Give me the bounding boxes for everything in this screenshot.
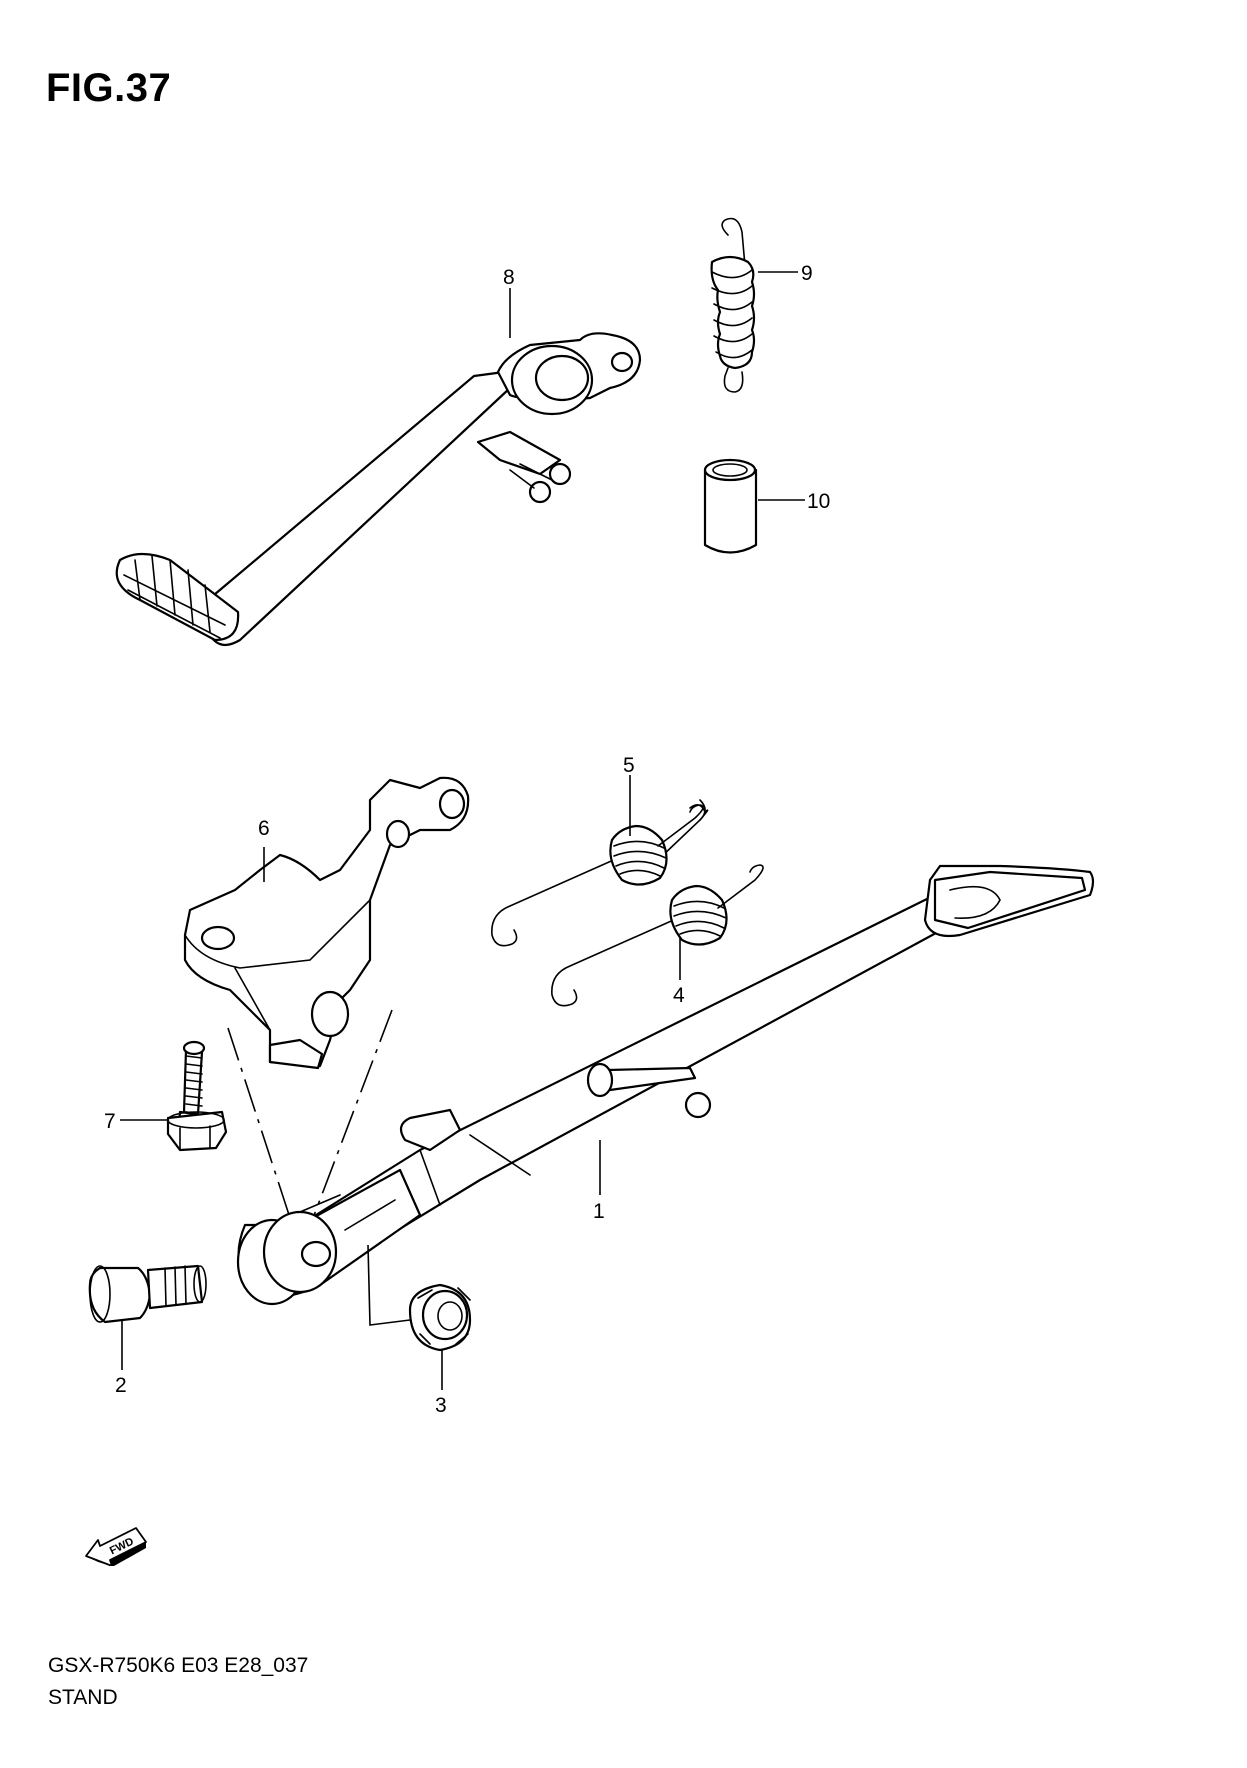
callout-1: 1: [593, 1200, 605, 1223]
footer: GSX-R750K6 E03 E28_037 STAND: [48, 1650, 308, 1714]
callout-7: 7: [104, 1110, 116, 1133]
callout-6: 6: [258, 817, 270, 840]
callout-8: 8: [503, 266, 515, 289]
callout-10: 10: [807, 490, 830, 513]
part-5-spring[interactable]: [491, 799, 709, 947]
model-code: GSX-R750K6 E03 E28_037: [48, 1654, 309, 1677]
section-name: STAND: [48, 1686, 118, 1709]
figure-title: FIG.37: [46, 66, 172, 110]
part-2-bolt[interactable]: [88, 1264, 207, 1324]
callout-5: 5: [623, 754, 635, 777]
callout-3: 3: [435, 1394, 447, 1417]
part-7-bolt[interactable]: [166, 1040, 228, 1152]
leader-lines: [120, 271, 805, 1390]
part-4-spring[interactable]: [551, 864, 764, 1007]
part-9-spring[interactable]: [710, 217, 756, 393]
part-8-pedal[interactable]: [115, 332, 642, 647]
callout-4: 4: [673, 984, 685, 1007]
part-3-nut[interactable]: [408, 1283, 472, 1352]
callout-2: 2: [115, 1374, 127, 1397]
part-10-bushing[interactable]: [703, 458, 758, 554]
part-1-side-stand[interactable]: [236, 864, 1095, 1326]
callout-9: 9: [801, 262, 813, 285]
part-6-bracket[interactable]: [183, 776, 470, 1227]
fwd-arrow-icon: FWD: [85, 1527, 147, 1566]
